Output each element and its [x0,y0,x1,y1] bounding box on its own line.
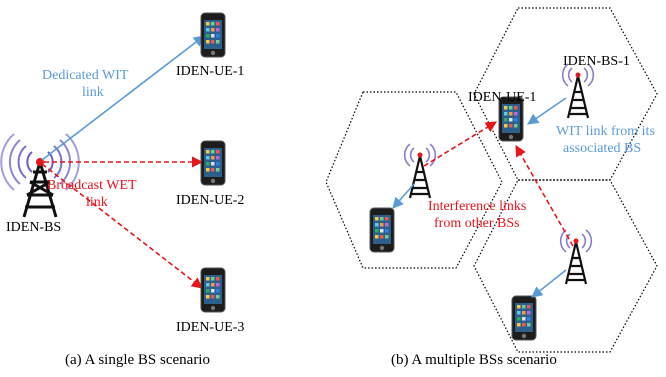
wet-link-label-line2: link [86,195,108,210]
base-station-label: IDEN-BS [6,220,61,235]
caption-a: (a) A single BS scenario [65,352,210,368]
ue-label: IDEN-UE-1 [468,90,536,105]
panel-b: IDEN-BS-1 IDEN-UE-1 WIT link from its as… [325,7,658,368]
wit-link-label-line1: WIT link from its [556,124,655,139]
cell-center [325,91,503,269]
panel-a: IDEN-BS IDEN-UE-1 IDEN-UE-2 IDEN-UE-3 De… [0,12,244,368]
cell-bottom-right [473,179,658,353]
interference-label-line2: from other BSs [434,216,520,231]
caption-b: (b) A multiple BSs scenario [391,352,557,368]
wit-link-arrow [41,35,205,161]
interference-arrow-bottom [515,145,574,247]
smartphone-icon [200,267,226,313]
wet-link-label-line1: Broadcast WET [47,178,137,193]
antenna-tower-icon [559,228,593,286]
wet-link-arrow-ue3 [41,163,203,289]
wit-link-label-line2: link [82,85,104,100]
interference-label-line1: Interference links [428,199,526,214]
wit-link-label-line1: Dedicated WIT [42,68,129,83]
smartphone-icon [200,12,226,58]
ue1-label: IDEN-UE-1 [176,64,244,79]
wit-link-label-line2: associated BS [563,141,641,156]
wit-link-arrow-bottom [531,269,567,298]
antenna-tower-icon [0,133,80,218]
interference-arrow-left [423,121,497,167]
antenna-tower-icon [561,62,595,120]
smartphone-icon [511,295,537,341]
smartphone-icon [200,140,226,186]
wit-link-arrow-left [392,183,415,209]
ue3-label: IDEN-UE-3 [176,320,244,335]
ue2-label: IDEN-UE-2 [176,193,244,208]
wit-link-arrow-bs1 [527,97,567,125]
bs1-label: IDEN-BS-1 [563,54,630,69]
smartphone-icon [369,207,395,253]
